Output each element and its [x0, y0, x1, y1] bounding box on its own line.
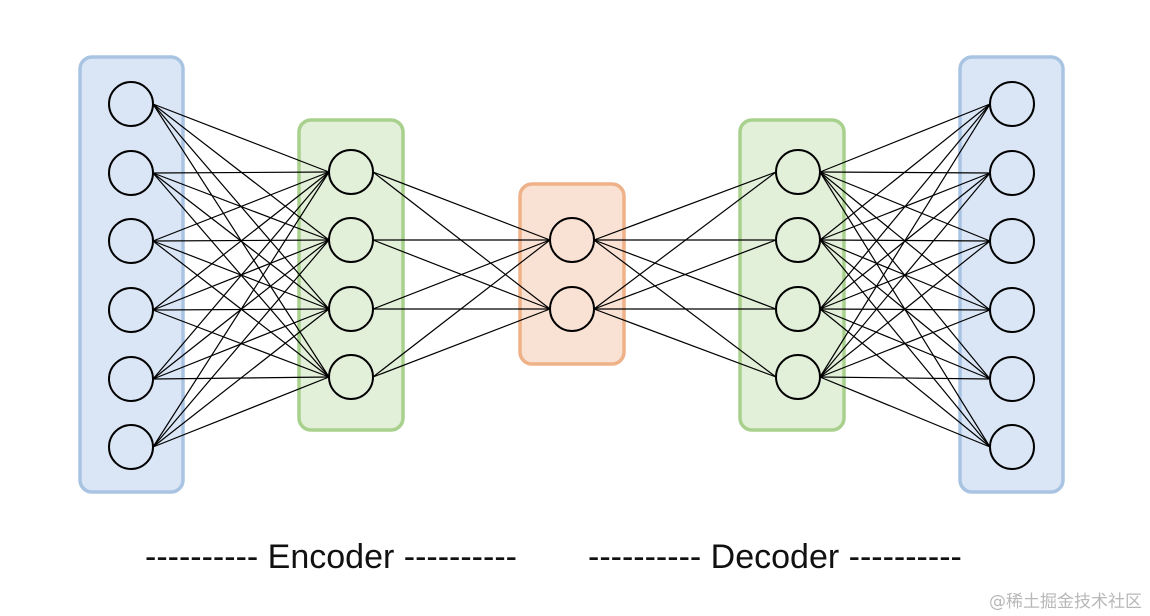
layer-box-input: [78, 55, 185, 494]
neuron-output-2: [989, 218, 1035, 264]
neuron-input-1: [108, 150, 154, 196]
edge-dec-hidden-3-to-output-4: [819, 376, 991, 380]
neuron-dec-hidden-3: [775, 354, 821, 400]
edge-input-4-to-enc-hidden-0: [152, 171, 330, 380]
edge-dec-hidden-0-to-output-0: [819, 103, 991, 173]
layer-box-output: [958, 55, 1065, 494]
edge-input-5-to-enc-hidden-3: [152, 376, 330, 448]
edge-dec-hidden-3-to-output-0: [819, 103, 991, 378]
neuron-input-4: [108, 356, 154, 402]
neurons: [108, 81, 1035, 470]
neuron-dec-hidden-2: [775, 286, 821, 332]
neuron-input-5: [108, 424, 154, 470]
edge-dec-hidden-3-to-output-2: [819, 240, 991, 378]
neuron-output-1: [989, 150, 1035, 196]
neuron-input-2: [108, 218, 154, 264]
neuron-enc-hidden-1: [328, 217, 374, 263]
layer-box-bottleneck: [518, 182, 626, 366]
layer-boxes: [78, 55, 1065, 494]
edge-enc-hidden-3-to-bottleneck-1: [372, 308, 551, 378]
edge-input-3-to-enc-hidden-0: [152, 171, 330, 311]
edge-dec-hidden-3-to-output-3: [819, 309, 991, 378]
layer-box-dec-hidden: [738, 118, 846, 432]
neuron-bottleneck-0: [549, 217, 595, 263]
neuron-input-0: [108, 81, 154, 127]
edge-input-1-to-enc-hidden-0: [152, 171, 330, 174]
neuron-bottleneck-1: [549, 286, 595, 332]
edge-dec-hidden-2-to-output-0: [819, 103, 991, 310]
neuron-dec-hidden-0: [775, 149, 821, 195]
edge-enc-hidden-0-to-bottleneck-0: [372, 171, 551, 241]
connections: [152, 103, 991, 448]
neuron-enc-hidden-0: [328, 149, 374, 195]
edge-input-5-to-enc-hidden-2: [152, 308, 330, 448]
edge-enc-hidden-2-to-bottleneck-0: [372, 239, 551, 310]
edge-bottleneck-1-to-dec-hidden-1: [593, 239, 777, 310]
edge-bottleneck-0-to-dec-hidden-0: [593, 171, 777, 241]
neuron-output-3: [989, 287, 1035, 333]
edge-dec-hidden-1-to-output-0: [819, 103, 991, 241]
neuron-output-5: [989, 424, 1035, 470]
edge-enc-hidden-3-to-bottleneck-0: [372, 239, 551, 378]
neuron-dec-hidden-1: [775, 217, 821, 263]
edge-bottleneck-1-to-dec-hidden-0: [593, 171, 777, 310]
edge-dec-hidden-3-to-output-5: [819, 376, 991, 448]
edge-bottleneck-1-to-dec-hidden-3: [593, 308, 777, 378]
neuron-enc-hidden-2: [328, 286, 374, 332]
watermark: @稀土掘金技术社区: [989, 592, 1142, 612]
neuron-output-0: [989, 81, 1035, 127]
neuron-enc-hidden-3: [328, 354, 374, 400]
edge-dec-hidden-3-to-output-1: [819, 172, 991, 378]
encoder-label: ---------- Encoder ----------: [145, 538, 517, 576]
edge-input-2-to-enc-hidden-0: [152, 171, 330, 242]
neuron-input-3: [108, 287, 154, 333]
edge-input-5-to-enc-hidden-1: [152, 239, 330, 448]
edge-input-0-to-enc-hidden-0: [152, 103, 330, 173]
decoder-label: ---------- Decoder ----------: [588, 538, 962, 576]
edge-input-5-to-enc-hidden-0: [152, 171, 330, 448]
neuron-output-4: [989, 356, 1035, 402]
